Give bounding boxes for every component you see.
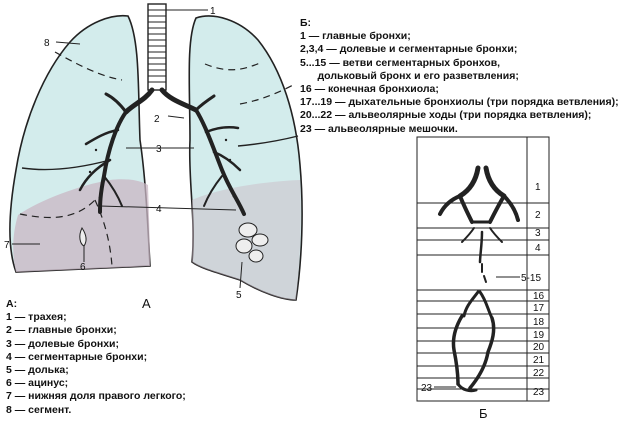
legend-b-item: 1 — главные бронхи; — [300, 30, 411, 43]
legend-a: А: 1 — трахея; 2 — главные бронхи; 3 — д… — [6, 298, 186, 417]
bronchial-cartilage-dots — [88, 138, 236, 200]
callout-8: 8 — [44, 38, 50, 49]
legend-a-item: 3 — долевые бронхи; — [6, 337, 119, 350]
scale-label: 5-15 — [521, 273, 541, 284]
legend-b-item: 17...19 — дыхательные бронхиолы (три пор… — [300, 96, 619, 109]
scale-label: 3 — [535, 228, 541, 239]
lobule — [235, 222, 269, 263]
legend-b-item: 16 — конечная бронхиола; — [300, 83, 439, 96]
segment-boundaries — [19, 51, 296, 267]
leader-lines-a — [12, 9, 243, 289]
legend-b: Б: 1 — главные бронхи; 2,3,4 — долевые и… — [300, 17, 619, 136]
legend-a-item: 8 — сегмент. — [6, 403, 72, 416]
right-lower-lobe — [13, 179, 150, 272]
scale-label: 22 — [533, 368, 545, 379]
caption-a: А — [142, 296, 151, 311]
caption-b: Б — [479, 406, 488, 421]
trachea — [147, 3, 167, 91]
left-lung — [188, 15, 303, 301]
scale-label: 23 — [533, 387, 545, 398]
scale-label: 18 — [533, 317, 545, 328]
scale-label: 16 — [533, 291, 545, 302]
legend-b-item: 2,3,4 — долевые и сегментарные бронхи; — [300, 43, 518, 56]
legend-b-heading: Б: — [300, 17, 312, 29]
callouts-a: 1 2 3 4 5 6 7 8 — [4, 6, 242, 301]
scale-label: 1 — [535, 182, 541, 193]
legend-a-item: 4 — сегментарные бронхи; — [6, 350, 148, 363]
fissures — [21, 135, 299, 171]
scale-label: 4 — [535, 243, 541, 254]
callout-6: 6 — [80, 262, 86, 273]
scheme-tree — [438, 165, 520, 393]
legend-a-item: 1 — трахея; — [6, 311, 67, 324]
callout-5: 5 — [236, 290, 242, 301]
scale-label: 17 — [533, 303, 545, 314]
scheme-scale-labels: 1 2 3 4 5-15 16 17 18 19 20 21 22 23 — [496, 182, 545, 398]
legend-b-item: 20...22 — альвеолярные ходы (три порядка… — [300, 109, 592, 122]
legend-a-item: 2 — главные бронхи; — [6, 324, 117, 337]
legend-b-item: 23 — альвеолярные мешочки. — [300, 122, 458, 135]
legend-a-item: 5 — долька; — [6, 364, 69, 377]
scale-label: 2 — [535, 210, 541, 221]
callout-4: 4 — [156, 204, 162, 215]
callout-7: 7 — [4, 240, 10, 251]
scale-label: 19 — [533, 330, 545, 341]
bronchial-tree — [78, 87, 246, 216]
scale-label: 20 — [533, 342, 545, 353]
legend-b-item: 5...15 — ветви сегментарных бронхов, — [300, 56, 501, 69]
legend-a-item: 7 — нижняя доля правого легкого; — [6, 390, 186, 403]
scheme-left-label: 23 — [421, 383, 433, 394]
callout-2: 2 — [154, 114, 160, 125]
callout-1: 1 — [210, 6, 216, 17]
callout-3: 3 — [156, 144, 162, 155]
legend-a-item: 6 — ацинус; — [6, 377, 69, 390]
lung-anatomy-figure: 1 2 3 4 5 6 7 8 А — [4, 3, 550, 421]
branching-scheme — [416, 136, 550, 402]
scale-label: 21 — [533, 355, 545, 366]
legend-b-item: дольковый бронх и его разветвления; — [300, 69, 519, 82]
legend-a-heading: А: — [6, 298, 18, 310]
